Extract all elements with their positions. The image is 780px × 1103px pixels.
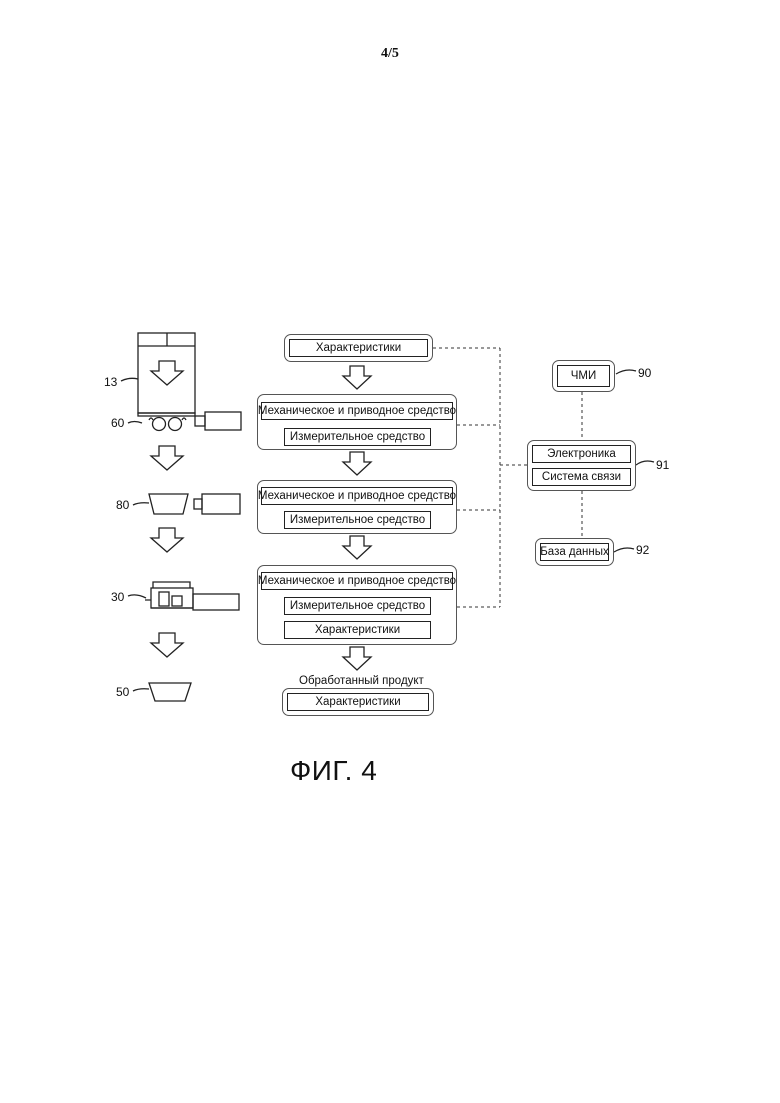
ref-90: 90 [638, 366, 651, 380]
leader-80 [133, 503, 149, 505]
leader-60 [128, 422, 142, 424]
stage2-mechanical-box: Механическое и приводное средство [261, 487, 453, 505]
stage3-mechanical-box: Механическое и приводное средство [261, 572, 453, 590]
output-label: Обработанный продукт [299, 675, 424, 687]
leader-90 [616, 370, 636, 374]
output-characteristics-box: Характеристики [287, 693, 429, 711]
ref-30: 30 [111, 590, 124, 604]
stage3-measuring-box: Измерительное средство [284, 597, 431, 615]
arrow-stage3-to-output [343, 647, 371, 670]
leader-30 [128, 595, 146, 598]
stage-80-drawing [149, 494, 240, 514]
leader-91 [636, 461, 654, 465]
ref-13: 13 [104, 375, 117, 389]
database-box: База данных [540, 543, 609, 561]
ref-80: 80 [116, 498, 129, 512]
ref-91: 91 [656, 458, 669, 472]
arrow-80-30 [151, 528, 183, 552]
arrow-stage2-to-stage3 [343, 536, 371, 559]
stage-30-drawing [145, 582, 239, 610]
electronics-box: Электроника [532, 445, 631, 463]
leader-13 [121, 378, 138, 381]
leader-92 [614, 548, 634, 552]
leader-50 [133, 689, 149, 691]
figure-caption: ФИГ. 4 [290, 755, 377, 787]
stage1-measuring-box: Измерительное средство [284, 428, 431, 446]
ref-92: 92 [636, 543, 649, 557]
stage3-characteristics-box: Характеристики [284, 621, 431, 639]
machine-13-drawing [138, 333, 241, 431]
stage2-measuring-box: Измерительное средство [284, 511, 431, 529]
stage-50-drawing [149, 683, 191, 701]
arrow-60-80 [151, 446, 183, 470]
hmi-box: ЧМИ [557, 365, 610, 387]
ref-50: 50 [116, 685, 129, 699]
ref-60: 60 [111, 416, 124, 430]
arrow-30-50 [151, 633, 183, 657]
arrow-char-to-stage1 [343, 366, 371, 389]
stage1-mechanical-box: Механическое и приводное средство [261, 402, 453, 420]
communication-system-box: Система связи [532, 468, 631, 486]
top-characteristics-box: Характеристики [289, 339, 428, 357]
arrow-stage1-to-stage2 [343, 452, 371, 475]
